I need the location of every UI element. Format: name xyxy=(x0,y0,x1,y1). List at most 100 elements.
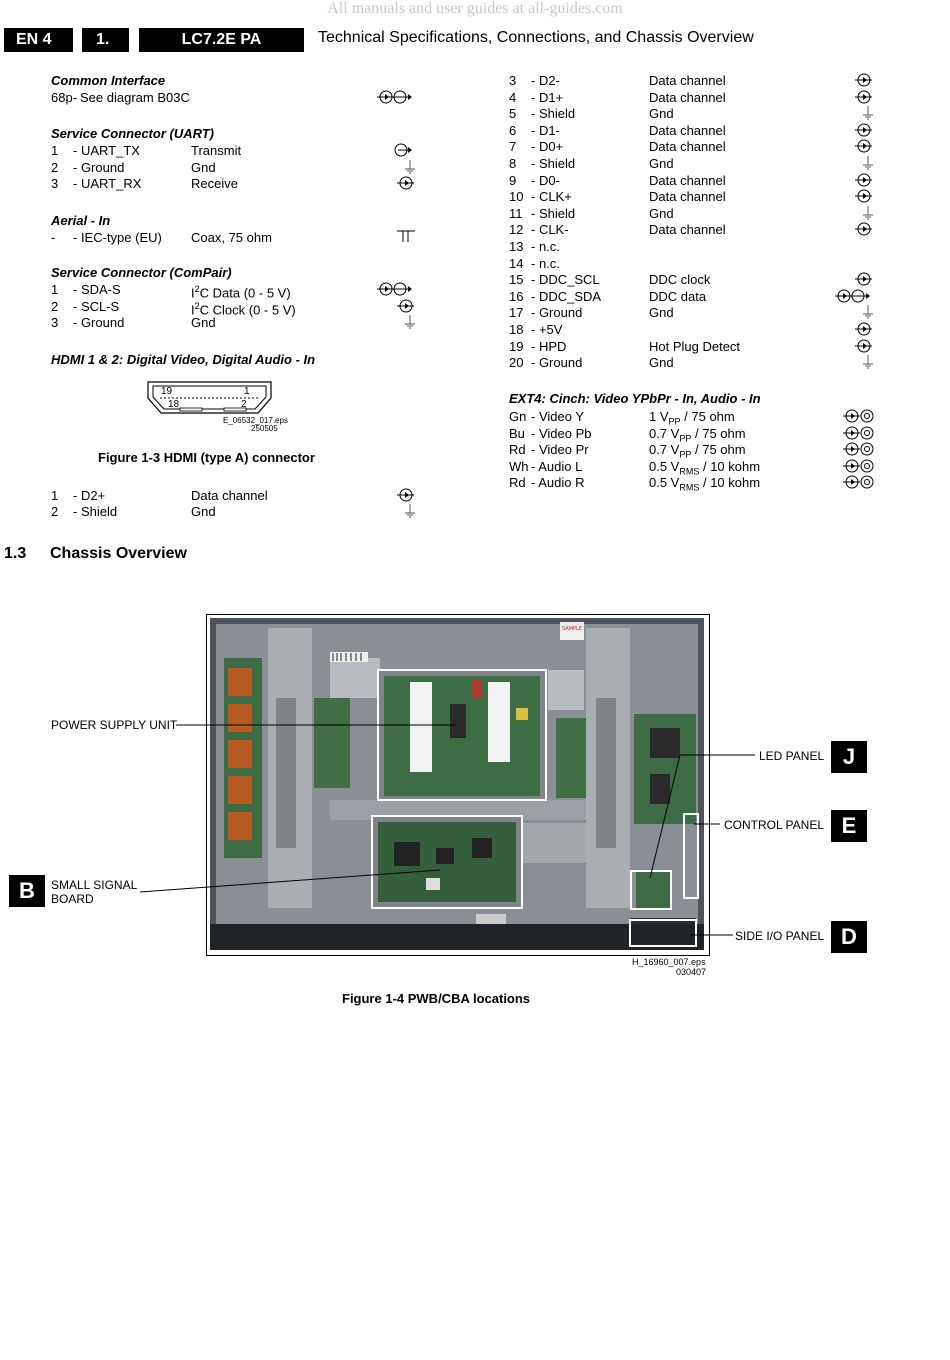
pin-name: - CLK+ xyxy=(531,189,572,205)
pin-name: - IEC-type (EU) xyxy=(73,230,162,245)
pin-number: 18 xyxy=(509,322,524,337)
ground-icon xyxy=(862,205,874,220)
hdmi-pin-19-label: 19 xyxy=(161,386,173,397)
pin-name: - CLK- xyxy=(531,222,569,238)
callout-lines xyxy=(139,724,755,936)
ground-icon xyxy=(404,504,416,518)
common-interface-row: 68p - See diagram B03C xyxy=(51,89,421,106)
pin-number: 14 xyxy=(509,255,524,271)
pin-number: 7 xyxy=(509,139,517,155)
pin-description: Gnd xyxy=(649,106,674,122)
pin-color: Wh xyxy=(509,458,529,474)
ground-icon xyxy=(404,160,416,174)
ground-icon xyxy=(862,156,874,170)
pin-name: - D2- xyxy=(531,73,560,88)
pin-number: 1 xyxy=(51,488,59,503)
pin-color: Rd xyxy=(509,475,526,491)
input-icon xyxy=(397,176,415,190)
pin-description: Data channel xyxy=(649,73,726,88)
table-row: 14- n.c. xyxy=(509,255,879,272)
pin-name: - Shield xyxy=(531,156,576,171)
section-number: 1.3 xyxy=(4,545,27,562)
uart-heading: Service Connector (UART) xyxy=(51,126,215,141)
page-title: Technical Specifications, Connections, a… xyxy=(318,29,754,46)
hdmi-file-date: 250505 xyxy=(251,424,278,433)
pin-description: I2C Data (0 - 5 V) xyxy=(191,284,291,301)
pin-number: 4 xyxy=(509,89,517,105)
table-row: 3 - UART_RX Receive xyxy=(51,175,421,192)
input-icon xyxy=(855,189,873,203)
watermark: All manuals and user guides at all-guide… xyxy=(327,0,623,17)
pin-number: 12 xyxy=(509,222,524,238)
pin-description: Data channel xyxy=(191,488,268,503)
pin-description: Gnd xyxy=(649,305,674,321)
ground-icon xyxy=(862,106,874,120)
bidirectional-icon xyxy=(377,282,413,296)
pin-description: DDC clock xyxy=(649,272,711,288)
input-icon xyxy=(855,322,873,336)
table-row: 1 - SDA-S I2C Data (0 - 5 V) xyxy=(51,281,421,301)
input-icon xyxy=(855,222,873,236)
pin-number: 20 xyxy=(509,355,524,371)
pin-color: Rd xyxy=(509,442,526,458)
pin-description: 0.5 VRMS / 10 kohm xyxy=(649,475,761,493)
pin-description: Transmit xyxy=(191,143,242,158)
pin-number: 1 xyxy=(51,143,59,158)
pin-number: 16 xyxy=(509,288,524,304)
pin-number: 1 xyxy=(51,282,59,297)
pin-name: - +5V xyxy=(531,322,563,337)
pin-name: - Video Pr xyxy=(531,442,589,458)
ground-icon xyxy=(862,305,874,319)
pin-number: 2 xyxy=(51,504,59,519)
pin-description: Receive xyxy=(191,176,238,191)
pin-description: Data channel xyxy=(649,189,726,205)
pin-name: - Ground xyxy=(73,315,125,330)
table-row: 6- D1-Data channel xyxy=(509,122,879,139)
pin-number: 19 xyxy=(509,338,524,354)
hdmi-pin-18-label: 18 xyxy=(168,399,180,410)
bidirectional-icon xyxy=(835,289,871,303)
pin-description: Data channel xyxy=(649,222,726,238)
pin-description: Data channel xyxy=(649,122,726,138)
table-row: - - IEC-type (EU) Coax, 75 ohm xyxy=(51,229,421,246)
pin-number: 2 xyxy=(51,160,59,175)
pin-name: - SCL-S xyxy=(73,299,120,314)
pin-name: - n.c. xyxy=(531,239,560,254)
pin-description: See diagram B03C xyxy=(80,90,190,105)
cinch-icon xyxy=(843,426,874,440)
table-row: 13- n.c. xyxy=(509,238,879,255)
pin-number: 9 xyxy=(509,172,517,188)
table-row: 3 - Ground Gnd xyxy=(51,314,421,331)
pin-name: - DDC_SCL xyxy=(531,272,600,288)
model-name: LC7.2E PA xyxy=(139,28,304,52)
label-small-signal: SMALL SIGNAL xyxy=(51,878,138,892)
hdmi-pin-1-label: 1 xyxy=(244,386,250,397)
table-row: 9- D0-Data channel xyxy=(509,172,879,189)
pin-number: - xyxy=(51,230,56,245)
table-row: 1 - D2+ Data channel xyxy=(51,487,421,504)
table-row: 2 - Ground Gnd xyxy=(51,159,421,176)
pin-number: 15 xyxy=(509,272,524,288)
pin-number: 2 xyxy=(51,299,59,314)
cinch-icon xyxy=(843,442,874,456)
output-icon xyxy=(394,143,413,157)
pin-number: 6 xyxy=(509,122,517,138)
input-icon xyxy=(397,488,415,502)
label-power-supply-unit: POWER SUPPLY UNIT xyxy=(51,718,178,732)
pin-number: 10 xyxy=(509,189,524,205)
table-row: 15 - DDC_SCL DDC clock xyxy=(509,271,879,288)
marker-j: J xyxy=(831,741,867,773)
coax-icon xyxy=(397,230,415,242)
table-row: 4- D1+Data channel xyxy=(509,89,879,106)
input-icon xyxy=(855,272,873,286)
pin-description: Data channel xyxy=(649,89,726,105)
input-icon xyxy=(855,339,873,353)
pin-name: - UART_TX xyxy=(73,143,140,158)
ground-icon xyxy=(404,315,416,329)
label-led-panel: LED PANEL xyxy=(759,749,825,763)
